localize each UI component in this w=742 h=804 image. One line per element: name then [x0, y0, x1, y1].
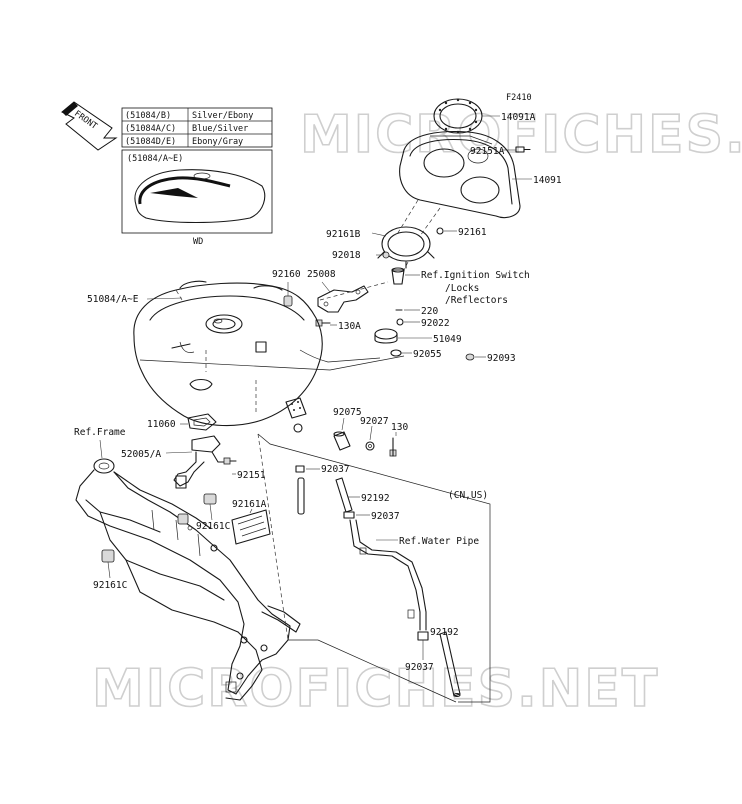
label-92027: 92027: [360, 416, 389, 427]
pad-92161A: [231, 509, 271, 545]
label-ref-frame: Ref.Frame: [74, 427, 126, 438]
label-51049: 51049: [433, 334, 462, 345]
fuel-tank: [133, 280, 381, 433]
clip-92037-a: [295, 465, 305, 473]
screw-92151A: [515, 146, 531, 153]
label-14091A: 14091A: [501, 112, 536, 123]
washer-92027: [365, 441, 375, 451]
region-label: (CN,US): [448, 490, 488, 501]
color-name-1: Silver/Ebony: [192, 111, 253, 121]
label-25008: 25008: [307, 269, 336, 280]
label-ref-water-pipe: Ref.Water Pipe: [399, 536, 479, 547]
tank-inset-code: (51084/A~E): [127, 154, 183, 164]
water-pipe: [349, 519, 427, 631]
label-92037-c: 92037: [405, 662, 434, 673]
color-code-2: (51084A/C): [125, 124, 176, 134]
label-92075: 92075: [333, 407, 362, 418]
damper-92160: [283, 295, 293, 307]
label-92037-a: 92037: [321, 464, 350, 475]
color-code-3: (51084D/E): [125, 137, 176, 147]
clip-92037-c: [417, 631, 429, 641]
label-92192-a: 92192: [361, 493, 390, 504]
label-92037-b: 92037: [371, 511, 400, 522]
label-130: 130: [391, 422, 408, 433]
tank-inset-caption: WD: [193, 237, 203, 247]
label-51084-AE: 51084/A~E: [87, 294, 139, 305]
bolt-92151: [223, 457, 237, 465]
rubber-92161C-c: [101, 549, 115, 563]
diagram-code: F2410: [506, 93, 532, 103]
washer-92022: [396, 318, 404, 326]
color-name-2: Blue/Silver: [192, 124, 248, 134]
label-92151: 92151: [237, 470, 266, 481]
label-92161: 92161: [458, 227, 487, 238]
hose-92192-b: [439, 631, 461, 698]
label-92161C-b: 92161C: [93, 580, 127, 591]
meter-cover: [399, 131, 521, 219]
label-92161B: 92161B: [326, 229, 361, 240]
label-ref-ignition-3: /Reflectors: [445, 295, 508, 306]
clip-92037-b: [343, 511, 355, 519]
label-14091: 14091: [533, 175, 562, 186]
meter-bracket-ring: [377, 226, 435, 269]
label-ref-ignition-1: Ref.Ignition Switch: [421, 270, 530, 281]
color-table: (51084/B) Silver/Ebony (51084A/C) Blue/S…: [121, 107, 273, 148]
rubber-92161C-b: [177, 513, 189, 525]
cap-51049: [374, 328, 398, 344]
label-ref-ignition-2: /Locks: [445, 283, 479, 294]
label-92151A: 92151A: [470, 146, 505, 157]
label-92022: 92022: [421, 318, 450, 329]
collar-92075: [333, 431, 351, 451]
label-11060: 11060: [147, 419, 176, 430]
front-arrow-icon: FRONT: [61, 101, 118, 151]
label-92160: 92160: [272, 269, 301, 280]
label-92055: 92055: [413, 349, 442, 360]
rubber-92161C-a: [203, 493, 217, 505]
tank-inset: (51084/A~E): [121, 149, 273, 234]
label-52005A: 52005/A: [121, 449, 161, 460]
bracket-25008: [317, 285, 369, 313]
oring-92055: [390, 349, 402, 357]
color-code-1: (51084/B): [125, 111, 171, 121]
nut-92018: [382, 251, 390, 259]
hose-92192-a: [297, 477, 353, 515]
frame: [75, 458, 301, 701]
label-92161A: 92161A: [232, 499, 267, 510]
label-130A: 130A: [338, 321, 361, 332]
label-92018: 92018: [332, 250, 361, 261]
gasket-11060: [187, 413, 217, 431]
color-name-3: Ebony/Gray: [192, 137, 243, 147]
label-92192-b: 92192: [430, 627, 459, 638]
watermark-top: MICROFICHES.NET: [300, 105, 742, 165]
label-92093: 92093: [487, 353, 516, 364]
label-220: 220: [421, 306, 438, 317]
ignition-bushing: [391, 267, 405, 285]
grommet-92093: [465, 353, 475, 361]
grommet-92161: [436, 227, 444, 235]
watermark-bottom: MICROFICHES.NET: [92, 659, 659, 719]
label-92161C-a: 92161C: [196, 521, 230, 532]
bolt-130: [389, 437, 397, 457]
fuel-pump-52005: [173, 435, 225, 489]
